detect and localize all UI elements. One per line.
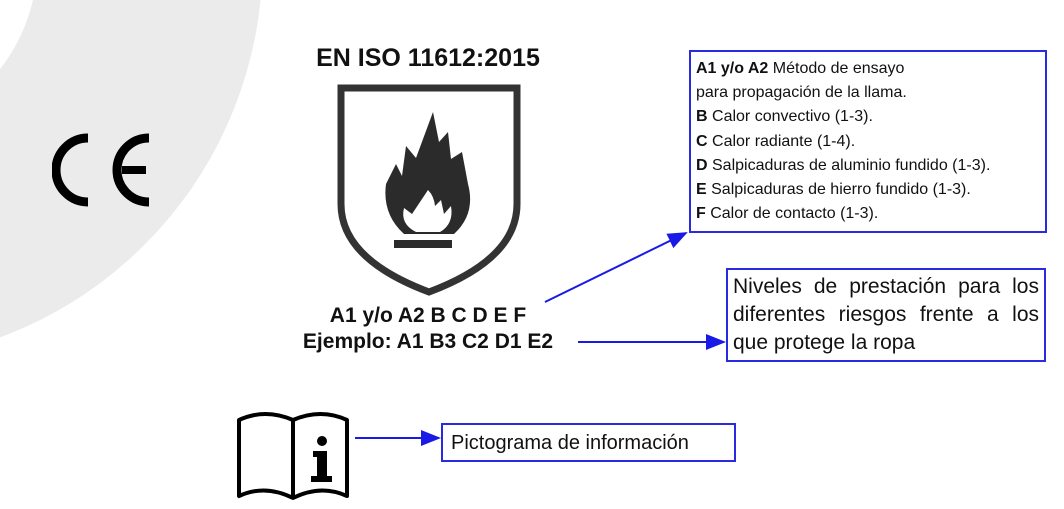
performance-codes: A1 y/o A2 B C D E F Ejemplo: A1 B3 C2 D1…	[278, 303, 578, 355]
legend-item: para propagación de la llama.	[696, 84, 907, 102]
codes-line: A1 y/o A2 B C D E F	[329, 304, 527, 327]
legend-item: D Salpicaduras de aluminio fundido (1-3)…	[696, 156, 991, 174]
arrow-to-legend	[544, 232, 688, 303]
legend-item: B Calor convectivo (1-3).	[696, 108, 873, 126]
legend-item: E Salpicaduras de hierro fundido (1-3).	[696, 181, 971, 199]
info-pictogram-label: Pictograma de información	[441, 423, 736, 462]
legend-box: A1 y/o A2 Método de ensayo para propagac…	[689, 50, 1047, 233]
info-book-icon	[237, 412, 349, 500]
standard-title: EN ISO 11612:2015	[316, 44, 540, 72]
ce-mark-logo	[52, 133, 150, 207]
levels-note-box: Niveles de prestación para los diferente…	[726, 268, 1046, 362]
legend-item: A1 y/o A2 Método de ensayo	[696, 60, 905, 77]
flame-shield-icon	[337, 84, 521, 296]
legend-item: F Calor de contacto (1-3).	[696, 205, 879, 223]
example-line: Ejemplo: A1 B3 C2 D1 E2	[302, 330, 554, 353]
legend-item: C Calor radiante (1-4).	[696, 132, 856, 150]
